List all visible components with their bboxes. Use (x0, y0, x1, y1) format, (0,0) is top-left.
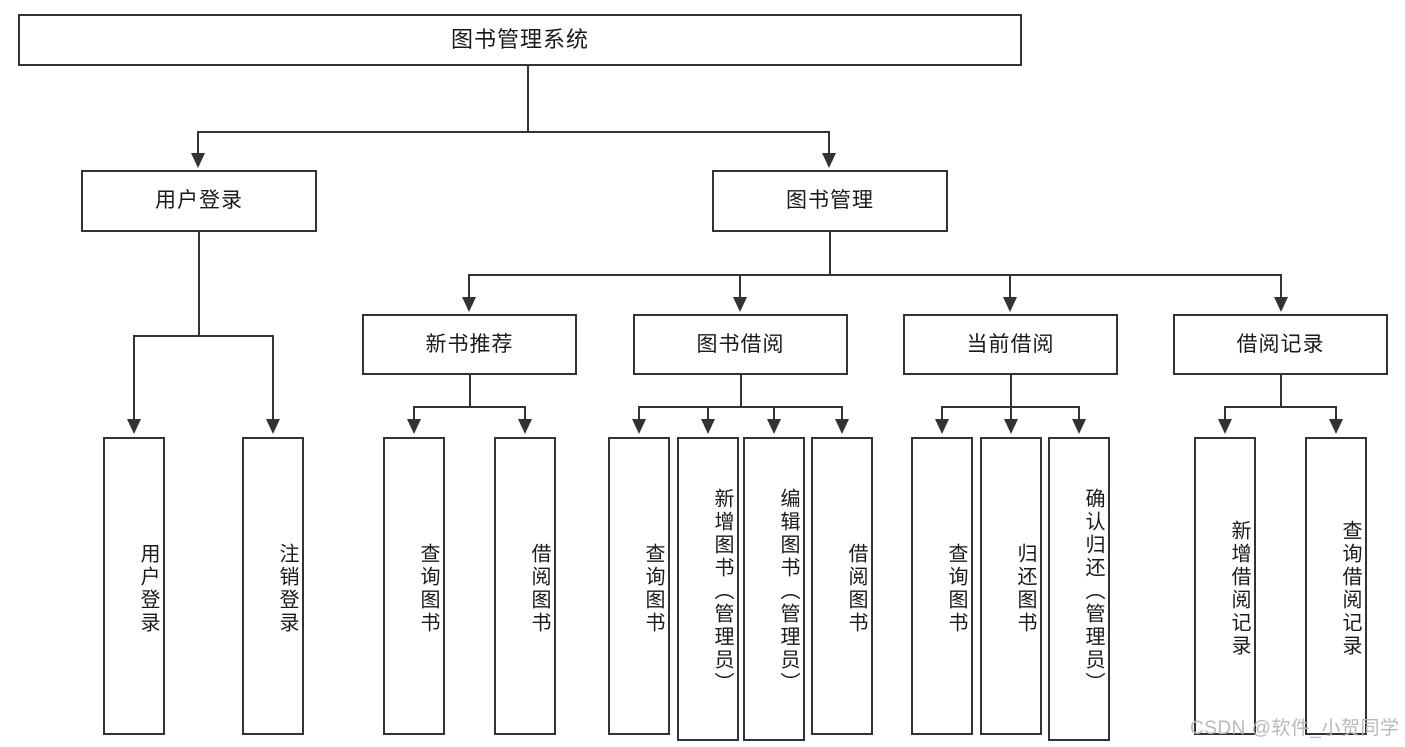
connector-bb-l3 (773, 406, 775, 421)
connector-new-book-l1 (413, 406, 415, 421)
arrowhead-bb-leaf-1 (632, 419, 646, 434)
connector-new-book-bus (413, 406, 525, 408)
arrowhead-user-login (191, 153, 205, 168)
arrowhead-current-borrow (1003, 297, 1017, 312)
node-book-management[interactable]: 图书管理 (712, 170, 948, 232)
connector-bb-l1 (638, 406, 640, 421)
arrowhead-book-borrow (733, 297, 747, 312)
csdn-watermark: CSDN @软件_小贺同学 (1190, 718, 1400, 739)
leaf-borrow-book-recommend[interactable]: 借阅图书 (494, 437, 556, 735)
leaf-query-book-recommend[interactable]: 查询图书 (383, 437, 445, 735)
connector-root-to-user-login (197, 131, 199, 155)
arrowhead-cb-leaf-2 (1004, 419, 1018, 434)
leaf-logout[interactable]: 注销登录 (242, 437, 304, 735)
connector-bb-l4 (841, 406, 843, 421)
arrowhead-leaf-logout (266, 419, 280, 434)
arrowhead-br-leaf-1 (1218, 419, 1232, 434)
connector-book-borrow-stem (740, 375, 742, 407)
connector-to-book-borrow (739, 274, 741, 299)
arrowhead-bb-leaf-3 (767, 419, 781, 434)
leaf-query-book-borrow[interactable]: 查询图书 (608, 437, 670, 735)
connector-new-book-l2 (524, 406, 526, 421)
leaf-confirm-return-admin[interactable]: 确认归还（管理员） (1048, 437, 1110, 741)
leaf-return-book[interactable]: 归还图书 (980, 437, 1042, 735)
arrowhead-bb-leaf-4 (835, 419, 849, 434)
leaf-user-login[interactable]: 用户登录 (103, 437, 165, 735)
connector-user-login-bus (133, 335, 273, 337)
leaf-add-borrow-record[interactable]: 新增借阅记录 (1194, 437, 1256, 735)
connector-to-current-borrow (1009, 274, 1011, 299)
connector-root-to-book-mgmt (828, 131, 830, 155)
leaf-edit-book-admin[interactable]: 编辑图书（管理员） (743, 437, 805, 741)
arrowhead-leaf-user-login (127, 419, 141, 434)
leaf-add-book-admin[interactable]: 新增图书（管理员） (677, 437, 739, 741)
connector-user-login-stem (198, 232, 200, 336)
connector-cb-l2 (1010, 406, 1012, 421)
connector-br-l2 (1335, 406, 1337, 421)
arrowhead-borrow-record (1274, 297, 1288, 312)
node-root-system[interactable]: 图书管理系统 (18, 14, 1022, 66)
arrowhead-nb-leaf-2 (518, 419, 532, 434)
connector-cb-l3 (1078, 406, 1080, 421)
arrowhead-bb-leaf-2 (701, 419, 715, 434)
connector-br-l1 (1224, 406, 1226, 421)
arrowhead-cb-leaf-1 (935, 419, 949, 434)
connector-book-mgmt-bus (468, 274, 1280, 276)
connector-borrow-record-bus (1224, 406, 1336, 408)
node-new-book-recommend[interactable]: 新书推荐 (362, 314, 577, 375)
connector-book-borrow-bus (638, 406, 842, 408)
connector-cb-l1 (941, 406, 943, 421)
connector-book-mgmt-stem (829, 232, 831, 275)
connector-borrow-record-stem (1280, 375, 1282, 407)
connector-current-borrow-stem (1010, 375, 1012, 407)
connector-root-bus (197, 131, 829, 133)
arrowhead-nb-leaf-1 (407, 419, 421, 434)
connector-to-borrow-record (1280, 274, 1282, 299)
leaf-query-book-current[interactable]: 查询图书 (911, 437, 973, 735)
node-user-login[interactable]: 用户登录 (81, 170, 317, 232)
arrowhead-cb-leaf-3 (1072, 419, 1086, 434)
node-borrow-record[interactable]: 借阅记录 (1173, 314, 1388, 375)
connector-user-login-left (133, 335, 135, 421)
arrowhead-new-book (462, 297, 476, 312)
node-current-borrow[interactable]: 当前借阅 (903, 314, 1118, 375)
connector-root-stem (527, 66, 529, 132)
node-book-borrow[interactable]: 图书借阅 (633, 314, 848, 375)
leaf-query-borrow-record[interactable]: 查询借阅记录 (1305, 437, 1367, 735)
connector-user-login-right (272, 335, 274, 421)
connector-to-new-book (468, 274, 470, 299)
leaf-borrow-book[interactable]: 借阅图书 (811, 437, 873, 735)
connector-new-book-stem (469, 375, 471, 407)
arrowhead-book-mgmt (822, 153, 836, 168)
connector-bb-l2 (707, 406, 709, 421)
arrowhead-br-leaf-2 (1329, 419, 1343, 434)
